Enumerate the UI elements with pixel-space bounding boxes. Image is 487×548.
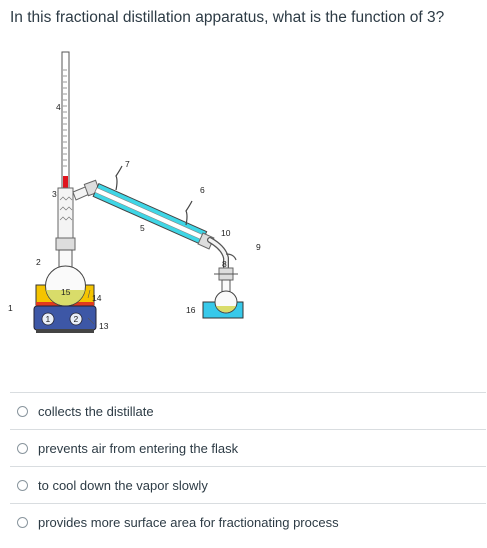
label-10: 10 xyxy=(221,228,231,238)
answer-text: collects the distillate xyxy=(38,403,154,419)
column-packing xyxy=(59,196,73,221)
question-text: In this fractional distillation apparatu… xyxy=(10,9,445,26)
knob-label-1: 1 xyxy=(46,314,51,324)
answer-text: provides more surface area for fractiona… xyxy=(38,514,339,530)
thermometer xyxy=(61,51,70,193)
answer-text: to cool down the vapor slowly xyxy=(38,477,208,493)
column-joint xyxy=(55,237,76,251)
leader-lines xyxy=(87,289,95,325)
label-15: 15 xyxy=(61,287,71,297)
flask-liquid xyxy=(46,290,85,306)
label-9: 9 xyxy=(256,242,261,252)
radio-button[interactable] xyxy=(17,479,28,491)
label-2: 2 xyxy=(36,257,41,267)
answer-option-2[interactable]: prevents air from entering the flask xyxy=(10,429,486,466)
thermometer-bulb xyxy=(63,176,68,188)
water-outlet xyxy=(115,165,123,191)
hotplate-knob-1 xyxy=(41,312,55,326)
label-7: 7 xyxy=(125,159,130,169)
answer-option-1[interactable]: collects the distillate xyxy=(10,392,486,429)
hotplate-base xyxy=(36,329,94,333)
radio-button[interactable] xyxy=(17,516,28,528)
label-6: 6 xyxy=(200,185,205,195)
radio-button[interactable] xyxy=(17,442,28,454)
label-1: 1 xyxy=(8,303,13,313)
answer-list: collects the distillate prevents air fro… xyxy=(10,392,486,540)
hotplate-knob-2 xyxy=(69,312,83,326)
answer-text: prevents air from entering the flask xyxy=(38,440,239,456)
thermometer-scale xyxy=(63,69,67,167)
label-16: 16 xyxy=(186,305,196,315)
vacuum-arm xyxy=(225,253,237,261)
label-14: 14 xyxy=(92,293,102,303)
distillation-apparatus-diagram: 1 2 1 2 3 4 5 6 7 8 9 10 13 14 15 16 xyxy=(8,51,261,333)
distillate xyxy=(216,306,236,313)
answer-option-4[interactable]: provides more surface area for fractiona… xyxy=(10,503,486,540)
label-8: 8 xyxy=(222,259,227,269)
label-4: 4 xyxy=(56,102,61,112)
radio-button[interactable] xyxy=(17,405,28,417)
answer-option-3[interactable]: to cool down the vapor slowly xyxy=(10,466,486,503)
condenser xyxy=(92,182,208,246)
water-inlet xyxy=(185,200,193,226)
label-5: 5 xyxy=(140,223,145,233)
label-3: 3 xyxy=(52,189,57,199)
label-13: 13 xyxy=(99,321,109,331)
fractionating-column xyxy=(57,187,74,239)
knob-label-2: 2 xyxy=(74,314,79,324)
